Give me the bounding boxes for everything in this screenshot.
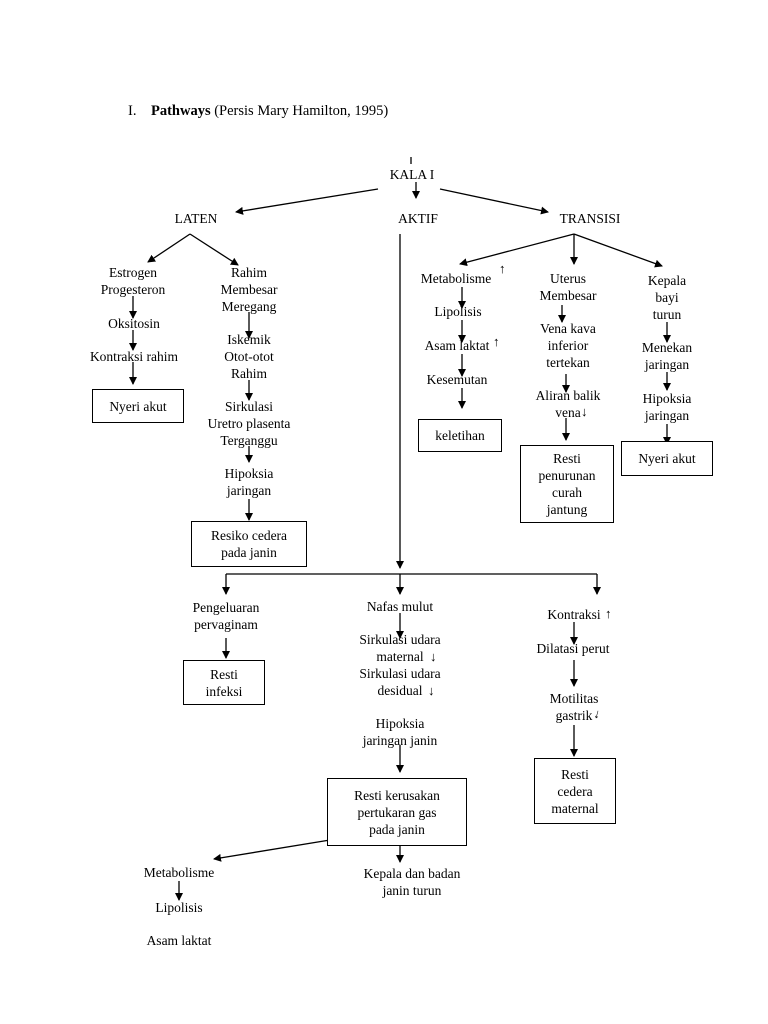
section-source: (Persis Mary Hamilton, 1995) (214, 103, 389, 119)
node-kepala-badan-janin-turun: Kepala dan badan janin turun (363, 866, 461, 898)
down-arrow-icon: ↓ (430, 649, 437, 664)
node-aliran-balik-vena: Aliran balik vena (535, 388, 601, 420)
section-heading: I. Pathways (Persis Mary Hamilton, 1995) (128, 103, 388, 120)
node-asam-laktat-transisi: Asam laktat (424, 338, 490, 353)
down-arrow-icon: ↓ (428, 683, 435, 698)
box-resiko-cedera-janin: Resiko cedera pada janin (191, 521, 307, 567)
node-rahim-membesar: Rahim Membesar Meregang (220, 265, 278, 314)
node-motilitas-gastrik: Motilitas gastrik (549, 691, 599, 723)
node-hipoksia-transisi: Hipoksia jaringan (642, 391, 692, 423)
node-laten: LATEN (174, 211, 218, 226)
node-menekan-jaringan: Menekan jaringan (641, 340, 693, 372)
node-hipoksia-laten: Hipoksia jaringan (224, 466, 274, 498)
node-lipolisis-transisi: Lipolisis (434, 304, 482, 319)
section-title: Pathways (150, 103, 211, 119)
node-kepala-bayi-turun: Kepala bayi turun (647, 273, 687, 322)
box-nyeri-akut-laten: Nyeri akut (92, 389, 184, 423)
node-asam-laktat-bottom: Asam laktat (146, 933, 212, 948)
node-nafas-mulut: Nafas mulut (366, 599, 434, 614)
node-kesemutan: Kesemutan (426, 372, 488, 387)
up-arrow-icon: ↑ (605, 606, 612, 621)
node-estrogen-progesteron: Estrogen Progesteron (100, 265, 166, 297)
node-vena-kava: Vena kava inferior tertekan (540, 321, 596, 370)
node-dilatasi-perut: Dilatasi perut (536, 641, 610, 656)
node-uterus-membesar: Uterus Membesar (539, 271, 597, 303)
node-sirkulasi-uretro: Sirkulasi Uretro plasenta Terganggu (207, 399, 291, 448)
node-iskemik: Iskemik Otot-otot Rahim (224, 332, 274, 381)
node-kontraksi: Kontraksi (547, 607, 601, 622)
node-kala-i: KALA I (389, 167, 435, 182)
box-resti-infeksi: Resti infeksi (183, 660, 265, 705)
node-hipoksia-jaringan-janin: Hipoksia jaringan janin (362, 716, 438, 748)
section-number: I. (128, 103, 137, 119)
node-aktif: AKTIF (398, 211, 438, 226)
node-sirkulasi-desidual: Sirkulasi udara desidual (359, 666, 441, 698)
box-resti-cedera-maternal: Resti cedera maternal (534, 758, 616, 824)
node-pengeluaran-pervaginam: Pengeluaran pervaginam (192, 600, 260, 632)
box-resti-kerusakan-pertukaran-gas: Resti kerusakan pertukaran gas pada jani… (327, 778, 467, 846)
up-arrow-icon: ↑ (499, 261, 506, 276)
node-metabolisme-bottom: Metabolisme (143, 865, 215, 880)
down-arrow-icon: ↓ (581, 404, 588, 419)
node-lipolisis-bottom: Lipolisis (155, 900, 203, 915)
node-transisi: TRANSISI (559, 211, 621, 226)
box-keletihan: keletihan (418, 419, 502, 452)
box-resti-penurunan-curah-jantung: Resti penurunan curah jantung (520, 445, 614, 523)
box-nyeri-akut-transisi: Nyeri akut (621, 441, 713, 476)
up-arrow-icon: ↑ (493, 334, 500, 349)
node-sirkulasi-maternal: Sirkulasi udara maternal (359, 632, 441, 664)
node-oksitosin: Oksitosin (108, 316, 160, 331)
node-metabolisme-transisi: Metabolisme (420, 271, 492, 286)
node-kontraksi-rahim: Kontraksi rahim (89, 349, 179, 364)
